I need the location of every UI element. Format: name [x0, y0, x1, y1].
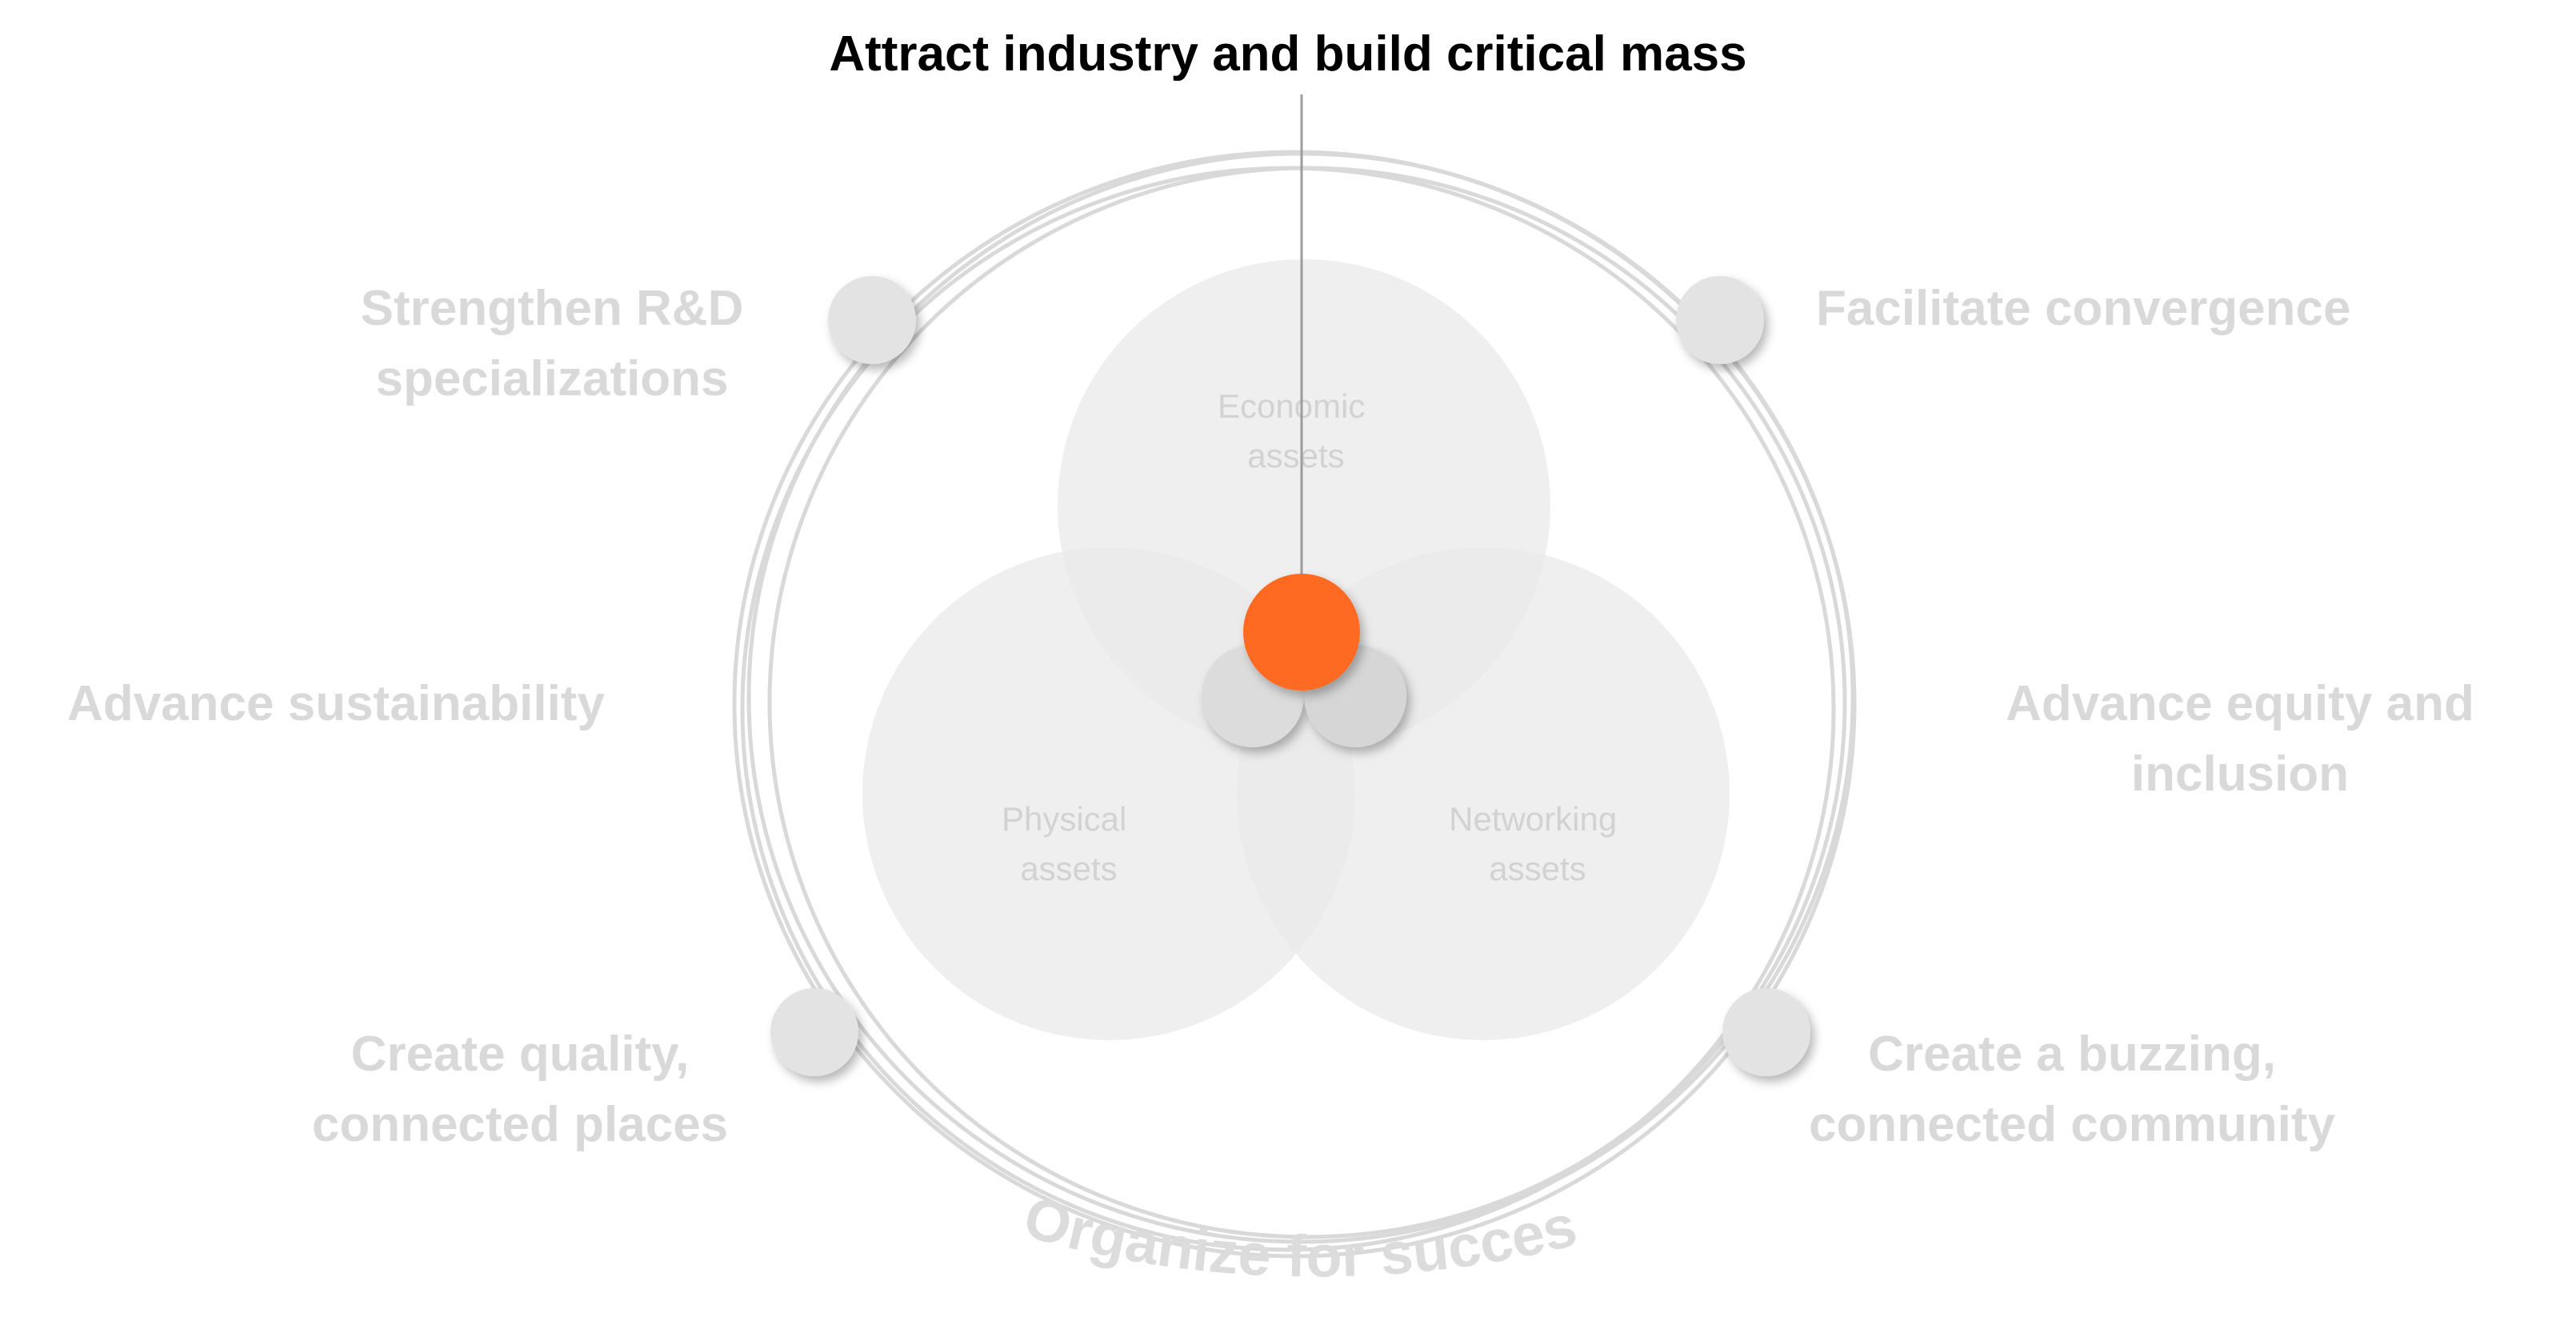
- label-strengthen-rd: Strengthen R&D specializations: [320, 274, 784, 414]
- label-advance-equity: Advance equity and inclusion: [1952, 669, 2528, 810]
- ring-node-bottom-right: [1722, 988, 1810, 1076]
- label-strengthen-rd-line-1: Strengthen R&D: [360, 281, 744, 336]
- venn-label-physical-line-2: assets: [1020, 850, 1117, 887]
- label-strengthen-rd-line-2: specializations: [375, 351, 729, 406]
- label-advance-equity-line-2: inclusion: [2130, 747, 2350, 802]
- venn-label-economic-line-1: Economic: [1218, 387, 1365, 425]
- ring-node-top-right: [1676, 276, 1764, 364]
- ring-node-bottom-left: [770, 988, 858, 1076]
- label-quality-places-line-1: Create quality,: [350, 1027, 690, 1082]
- ring-nodes: [770, 276, 1810, 1076]
- label-advance-sustainability: Advance sustainability: [48, 669, 624, 739]
- ring-node-top-left: [828, 276, 916, 364]
- venn-label-networking-line-2: assets: [1489, 850, 1586, 887]
- venn-label-economic: Economic assets: [1218, 387, 1374, 474]
- label-advance-equity-line-1: Advance equity and: [2006, 676, 2474, 731]
- label-buzzing-community-line-2: connected community: [1809, 1097, 2335, 1152]
- outer-ring-stroke-4: [767, 166, 1847, 1239]
- label-facilitate-convergence-line-1: Facilitate convergence: [1816, 281, 2351, 336]
- venn-label-networking-line-1: Networking: [1449, 800, 1617, 838]
- venn-label-economic-line-2: assets: [1247, 437, 1344, 474]
- venn-label-networking: Networking assets: [1449, 800, 1626, 887]
- label-quality-places: Create quality, connected places: [264, 1019, 776, 1160]
- venn-label-physical-line-1: Physical: [1002, 800, 1126, 838]
- diagram-title: Attract industry and build critical mass: [829, 26, 1747, 82]
- highlight-node: [1243, 574, 1360, 691]
- label-quality-places-line-2: connected places: [311, 1097, 729, 1152]
- venn-diagram: Economic assets Physical assets Networki…: [862, 259, 1730, 1040]
- label-facilitate-convergence: Facilitate convergence: [1816, 274, 2376, 344]
- venn-label-physical: Physical assets: [1002, 800, 1136, 887]
- label-buzzing-community-line-1: Create a buzzing,: [1868, 1027, 2276, 1082]
- label-buzzing-community: Create a buzzing, connected community: [1768, 1019, 2376, 1160]
- label-advance-sustainability-line-1: Advance sustainability: [67, 676, 605, 731]
